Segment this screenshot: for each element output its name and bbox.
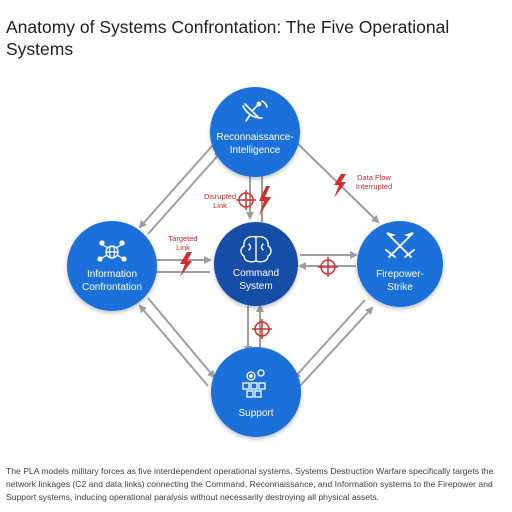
disrupted-link-line2: Link <box>213 201 227 210</box>
arrow-info-to-recon <box>147 150 223 235</box>
network-globe-icon <box>97 240 127 262</box>
node-info <box>67 221 157 311</box>
fire-label-line2: Strike <box>387 282 413 293</box>
dataflow-line1: Data Flow <box>357 173 391 182</box>
systems-diagram: Reconnaissance- Intelligence Information… <box>67 87 443 437</box>
lightning-bolt-icon <box>334 174 346 198</box>
brain-icon <box>240 235 272 263</box>
arrow-support-to-fire <box>299 306 374 387</box>
dataflow-line2: Interrupted <box>356 182 392 191</box>
node-fire <box>357 221 443 307</box>
arrow-info-to-support <box>147 297 216 379</box>
target-reticle-icon <box>236 190 256 210</box>
disrupted-link-line1: Disrupted <box>204 192 236 201</box>
command-label-line1: Command <box>233 268 279 279</box>
arrow-recon-to-info <box>138 144 214 229</box>
fire-label-line1: Firepower- <box>376 269 424 280</box>
node-support <box>211 347 301 437</box>
recon-label-line1: Reconnaissance- <box>216 132 293 143</box>
info-label-line1: Information <box>87 269 137 280</box>
target-reticle-icon <box>318 257 338 277</box>
gears-boxes-icon <box>242 369 266 398</box>
lightning-bolt-icon <box>259 186 271 216</box>
arrow-support-to-info <box>138 304 209 387</box>
crossed-swords-icon <box>385 232 415 258</box>
targeted-link-line2: Link <box>176 243 190 252</box>
info-label-line2: Confrontation <box>82 282 142 293</box>
target-reticle-icon <box>252 319 272 339</box>
node-command <box>214 222 298 306</box>
satellite-dish-icon <box>242 100 268 122</box>
node-recon <box>210 87 300 177</box>
command-label-line2: System <box>239 281 272 292</box>
arrow-fire-to-support <box>292 299 366 380</box>
page-title: Anatomy of Systems Confrontation: The Fi… <box>6 17 450 59</box>
support-label: Support <box>238 408 273 419</box>
targeted-link-line1: Targeted <box>168 234 197 243</box>
recon-label-line2: Intelligence <box>230 145 281 156</box>
caption-text: The PLA models military forces as five i… <box>6 466 494 502</box>
lightning-bolt-icon <box>180 252 192 277</box>
